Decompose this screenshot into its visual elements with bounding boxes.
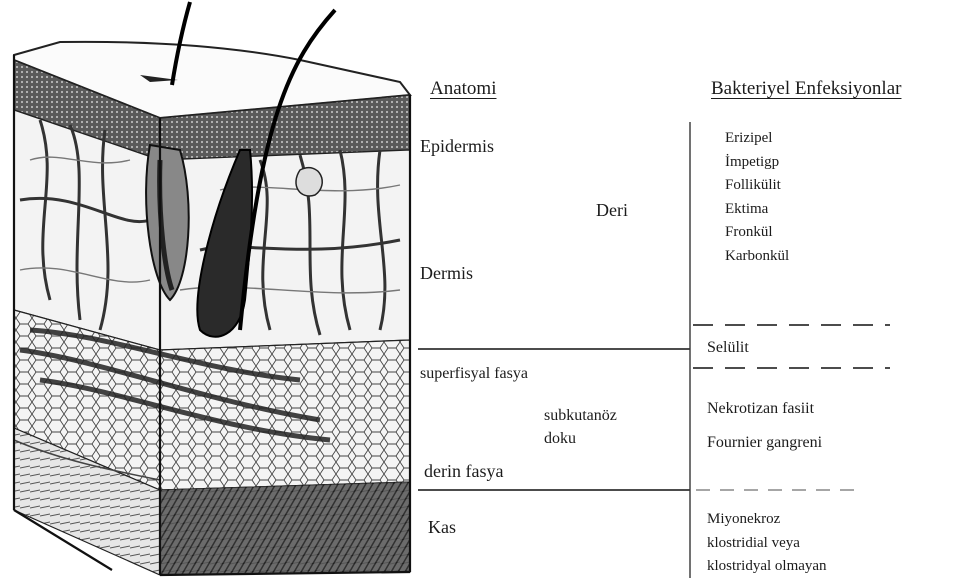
skin-infections-list: Erizipel İmpetigp Follikülit Ektima Fron… (725, 127, 789, 268)
muscle-label: Kas (428, 517, 456, 538)
superficial-fascia-label: superfisyal fasya (420, 365, 528, 383)
infections-header: Bakteriyel Enfeksiyonlar (711, 78, 901, 100)
infection-item: Erizipel (725, 127, 789, 151)
infection-item: Fronkül (725, 221, 789, 245)
muscle-infections-list: Miyonekroz klostridial veya klostridyal … (707, 508, 827, 579)
fournier-gangrene-label: Fournier gangreni (707, 434, 822, 452)
subcutaneous-label-2: doku (544, 430, 576, 448)
infection-item: klostridial veya (707, 532, 827, 556)
deep-fascia-label: derin fasya (424, 461, 503, 482)
infection-item: İmpetigp (725, 151, 789, 175)
cellulitis-label: Selülit (707, 339, 749, 357)
necrotizing-fasciitis-label: Nekrotizan fasiit (707, 400, 814, 418)
infection-item: Karbonkül (725, 245, 789, 269)
infection-item: Ektima (725, 198, 789, 222)
deri-label: Deri (596, 200, 628, 221)
infection-item: klostridyal olmayan (707, 555, 827, 579)
dermis-label: Dermis (420, 263, 473, 284)
infection-item: Miyonekroz (707, 508, 827, 532)
skin-cross-section-illustration (0, 0, 420, 587)
subcutaneous-label-1: subkutanöz (544, 407, 617, 425)
anatomy-header: Anatomi (430, 78, 497, 100)
epidermis-label: Epidermis (420, 136, 494, 157)
infection-item: Follikülit (725, 174, 789, 198)
